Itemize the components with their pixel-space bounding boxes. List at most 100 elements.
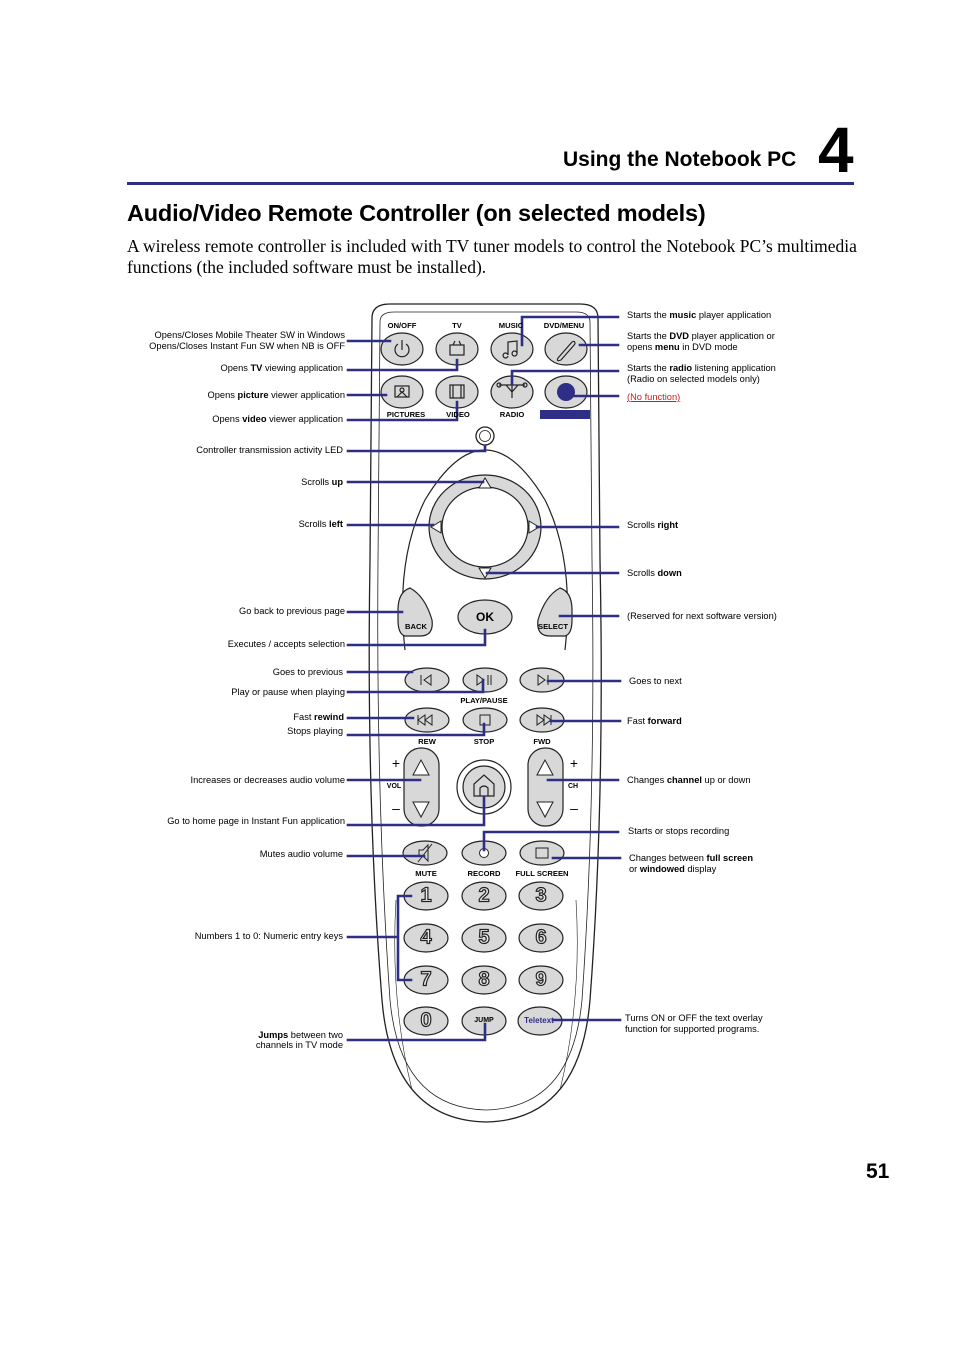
chapter-title: Using the Notebook PC [563, 148, 797, 171]
vol-minus-sign: – [392, 800, 400, 816]
film-icon [449, 384, 465, 399]
vol-label: VOL [386, 783, 402, 790]
fullscreen-button-shape [519, 840, 565, 866]
callout-music: Starts the music player application [627, 310, 772, 320]
key-3-digit: 3 [535, 884, 547, 907]
left-arrow-icon [430, 520, 442, 534]
key-6-digit: 6 [535, 926, 547, 949]
section-title: Audio/Video Remote Controller (on select… [127, 200, 706, 226]
music-button-shape [490, 332, 534, 366]
callout-jump-2: channels in TV mode [255, 1040, 343, 1050]
radio-label: RADIO [499, 410, 525, 419]
line-music [520, 315, 620, 347]
line-radio [510, 369, 620, 386]
tv-icon [449, 344, 465, 356]
back-label: BACK [405, 622, 427, 631]
vol-up-icon [412, 758, 430, 776]
callout-onoff-1: Opens/Closes Mobile Theater SW in Window… [154, 330, 346, 340]
teletext-label: Teletext [524, 1016, 554, 1025]
callout-pictures: Opens picture viewer application [207, 390, 345, 400]
play-pause-label: PLAY/PAUSE [460, 696, 508, 705]
line-tv [346, 358, 459, 372]
callout-ok: Executes / accepts selection [227, 639, 345, 649]
rew-label: REW [418, 737, 436, 746]
ch-rocker-shape [527, 747, 564, 827]
page-number: 51 [866, 1160, 890, 1183]
ch-minus-sign: – [570, 800, 578, 816]
key-9-shape [518, 965, 564, 995]
fullscreen-icon [535, 847, 549, 859]
line-play [346, 678, 485, 694]
callout-up: Scrolls up [301, 477, 343, 487]
dvd-icon [556, 340, 576, 362]
callout-numbers: Numbers 1 to 0: Numeric entry keys [194, 931, 343, 941]
line-record [482, 830, 620, 852]
callout-down: Scrolls down [627, 568, 682, 578]
callout-teletext-1: Turns ON or OFF the text overlay [625, 1013, 763, 1023]
key-7-digit: 7 [420, 968, 432, 991]
ok-label: OK [476, 610, 494, 624]
callout-next: Goes to next [629, 676, 682, 686]
ch-label: CH [567, 783, 579, 790]
line-stop [346, 722, 486, 737]
line-numbers [346, 894, 413, 982]
back-button-shape [397, 587, 433, 637]
key-6-shape [518, 923, 564, 953]
prev-icon [420, 674, 432, 686]
intro-paragraph: A wireless remote controller is included… [127, 236, 857, 277]
line-led [346, 444, 487, 453]
key-5-digit: 5 [478, 926, 490, 949]
ch-plus-sign: + [569, 755, 579, 771]
key-3-shape [518, 881, 564, 911]
callout-right: Scrolls right [627, 520, 679, 530]
remote-grip-right [559, 899, 578, 1091]
callout-mute: Mutes audio volume [259, 849, 343, 859]
callout-record: Starts or stops recording [628, 826, 730, 836]
remote-grip-left [394, 899, 413, 1091]
header-rule [127, 182, 854, 185]
key-2-shape [461, 881, 507, 911]
remote-inner-outline [377, 311, 594, 1111]
vol-plus-sign: + [391, 755, 401, 771]
nav-center [441, 486, 529, 568]
music-label: MUSIC [498, 321, 524, 330]
rewind-icon [417, 714, 433, 726]
key-0-digit: 0 [420, 1009, 432, 1032]
callout-radio-2: (Radio on selected models only) [627, 374, 760, 384]
rew-button-shape [404, 707, 450, 733]
callout-onoff-2: Opens/Closes Instant Fun SW when NB is O… [149, 341, 345, 351]
nofunc-button-bar [540, 410, 590, 419]
callout-jump-1: Jumps between two [258, 1030, 343, 1040]
stop-label: STOP [473, 737, 495, 746]
callout-fullscreen-1: Changes between full screen [629, 853, 754, 863]
callout-led: Controller transmission activity LED [196, 445, 343, 455]
vol-down-icon [412, 801, 430, 819]
onoff-label: ON/OFF [387, 321, 417, 330]
picture-icon [394, 385, 410, 398]
key-2-digit: 2 [478, 884, 490, 907]
key-8-digit: 8 [478, 968, 490, 991]
video-label: VIDEO [446, 410, 470, 419]
line-home [346, 795, 486, 827]
key-9-digit: 9 [535, 968, 547, 991]
jump-label: JUMP [474, 1017, 494, 1024]
fwd-label: FWD [533, 737, 551, 746]
callout-prev: Goes to previous [272, 667, 343, 677]
power-icon [394, 340, 410, 358]
callout-vol: Increases or decreases audio volume [190, 775, 345, 785]
music-note-icon [502, 340, 518, 359]
pictures-label: PICTURES [386, 410, 426, 419]
callout-fwd: Fast forward [627, 716, 682, 726]
key-4-digit: 4 [420, 926, 432, 949]
key-1-digit: 1 [420, 884, 432, 907]
line-ok [346, 628, 487, 647]
callout-nofunc: (No function) [627, 392, 681, 402]
line-video [346, 400, 459, 422]
dvd-menu-label: DVD/MENU [543, 321, 585, 330]
callout-radio-1: Starts the radio listening application [627, 363, 776, 373]
select-button-shape [537, 587, 573, 637]
play-pause-icon [476, 674, 492, 686]
mute-label: MUTE [415, 869, 437, 878]
callout-teletext-2: function for supported programs. [625, 1024, 760, 1034]
